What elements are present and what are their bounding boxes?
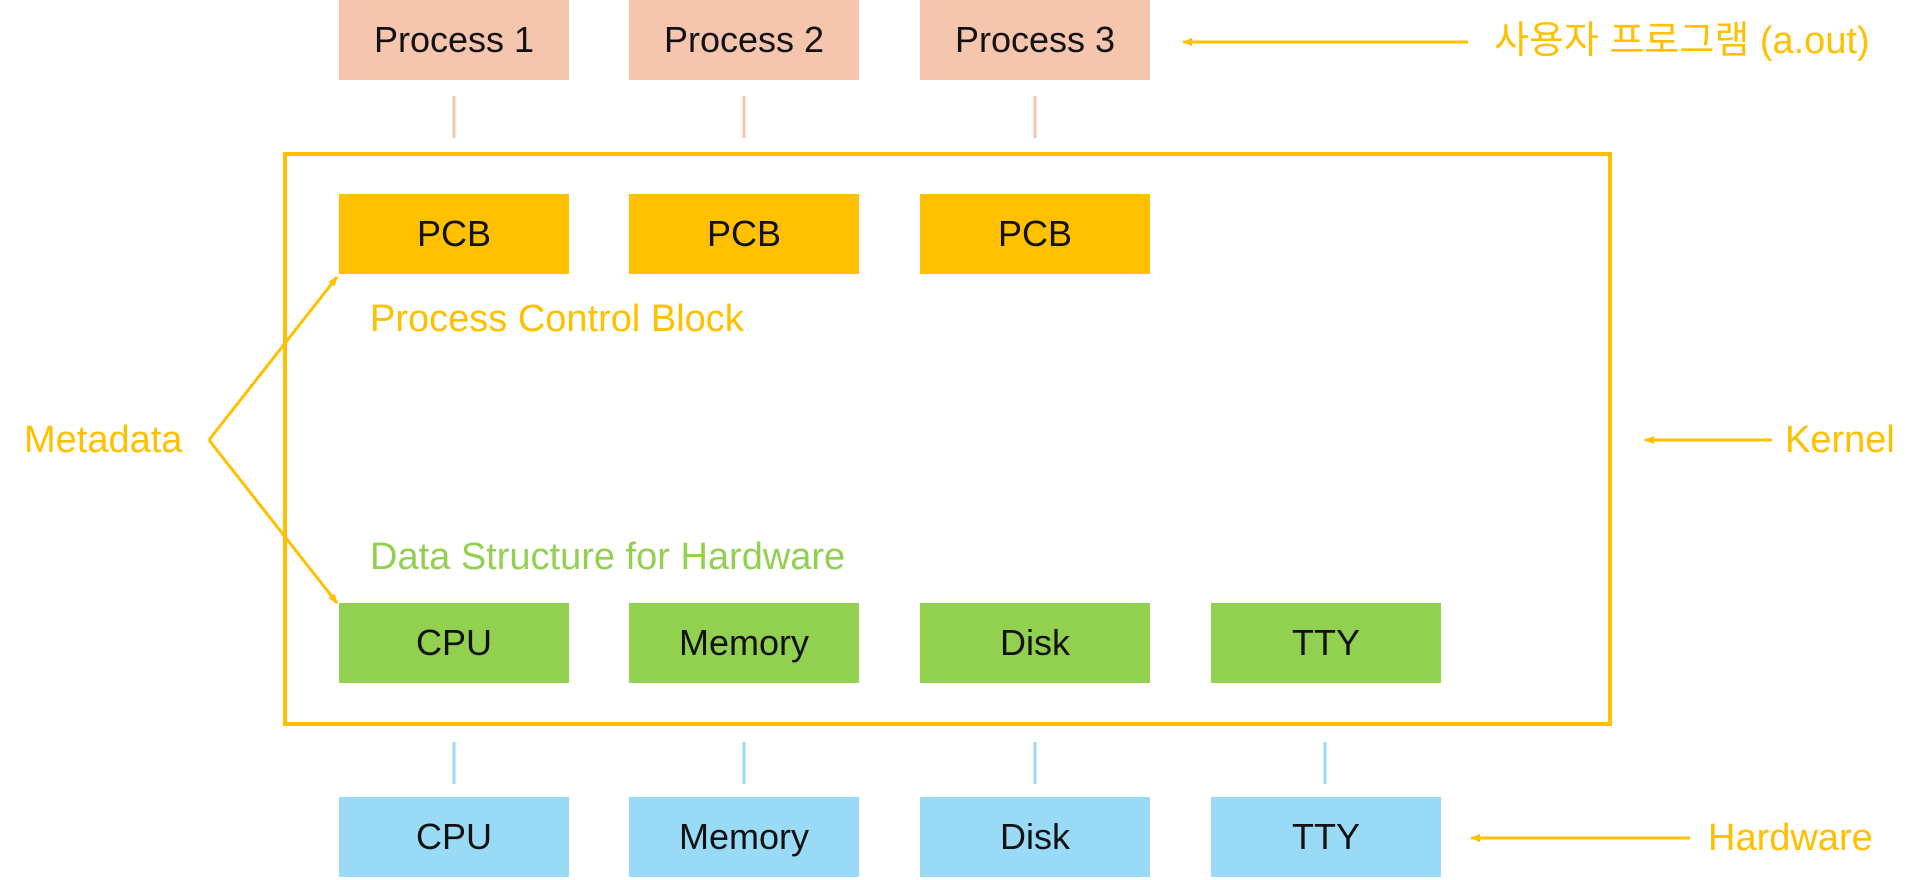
metadata-arrow-to-data-structures: [207, 439, 339, 604]
ds-tty-box: TTY: [1211, 603, 1441, 683]
user-program-label: 사용자 프로그램 (a.out): [1494, 20, 1870, 62]
process-2-box: Process 2: [629, 0, 859, 80]
ds-cpu-box: CPU: [339, 603, 569, 683]
ds-memory-box: Memory: [629, 603, 859, 683]
pcb-2-box: PCB: [629, 194, 859, 274]
process-1-box: Process 1: [339, 0, 569, 80]
hw-tty-box: TTY: [1211, 797, 1441, 877]
pcb-caption: Process Control Block: [370, 298, 744, 340]
kernel-boundary: [283, 152, 1612, 726]
ds-disk-box: Disk: [920, 603, 1150, 683]
metadata-label: Metadata: [24, 419, 183, 461]
hw-cpu-box: CPU: [339, 797, 569, 877]
pcb-1-box: PCB: [339, 194, 569, 274]
hw-disk-box: Disk: [920, 797, 1150, 877]
kernel-label: Kernel: [1785, 419, 1895, 461]
data-structures-caption: Data Structure for Hardware: [370, 536, 846, 578]
pcb-3-box: PCB: [920, 194, 1150, 274]
process-3-box: Process 3: [920, 0, 1150, 80]
hw-memory-box: Memory: [629, 797, 859, 877]
hardware-label: Hardware: [1708, 817, 1873, 859]
metadata-arrow-to-pcb: [207, 276, 339, 441]
